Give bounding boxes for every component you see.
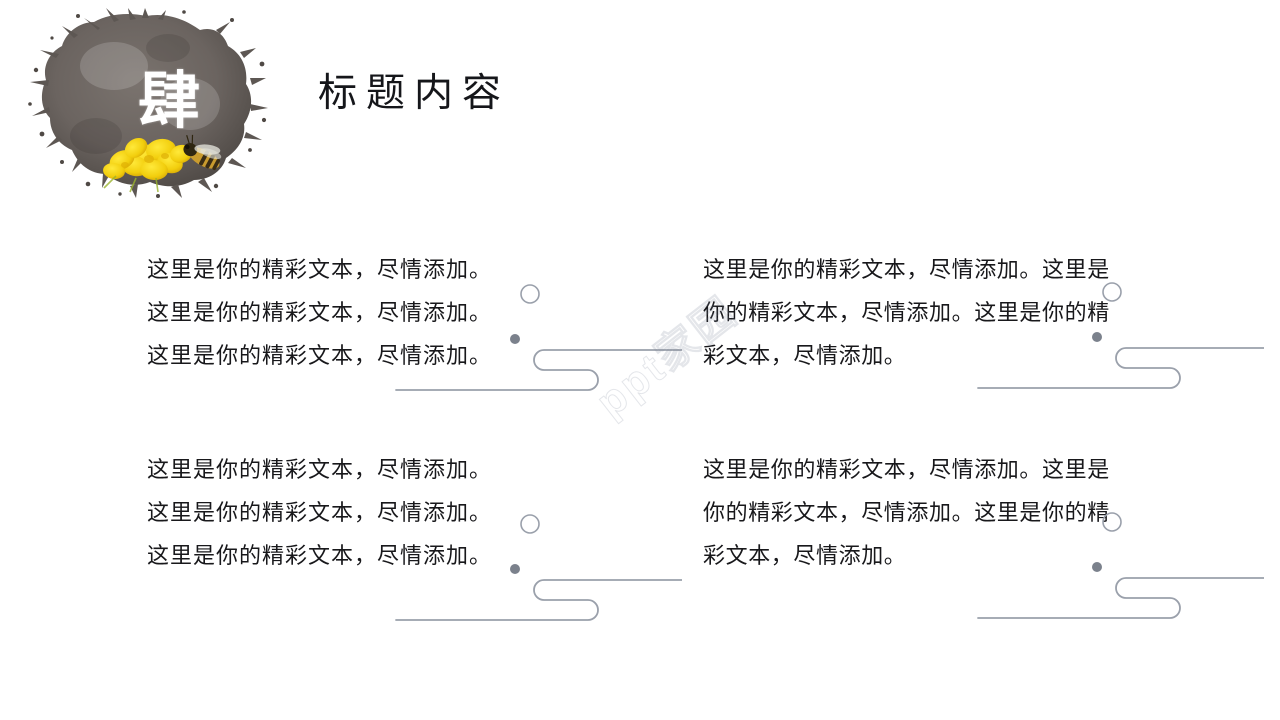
- content-block-top-right: 这里是你的精彩文本，尽情添加。这里是你的精彩文本，尽情添加。这里是你的精彩文本，…: [703, 257, 1110, 368]
- badge-numeral: 肆: [137, 68, 200, 136]
- ink-splash-icon: [28, 8, 268, 198]
- ink-splash-badge: 肆: [18, 8, 276, 200]
- page-title: 标题内容: [318, 72, 511, 115]
- slide-header: 肆 标题内容: [0, 0, 620, 210]
- bee-icon: [183, 134, 222, 171]
- rapeseed-flower-icon: [103, 137, 192, 193]
- content-block-top-left: 这里是你的精彩文本，尽情添加。 这里是你的精彩文本，尽情添加。 这里是你的精彩文…: [147, 257, 493, 368]
- content-block-bottom-left: 这里是你的精彩文本，尽情添加。 这里是你的精彩文本，尽情添加。 这里是你的精彩文…: [147, 457, 493, 568]
- content-block-bottom-right: 这里是你的精彩文本，尽情添加。这里是你的精彩文本，尽情添加。这里是你的精彩文本，…: [703, 457, 1110, 568]
